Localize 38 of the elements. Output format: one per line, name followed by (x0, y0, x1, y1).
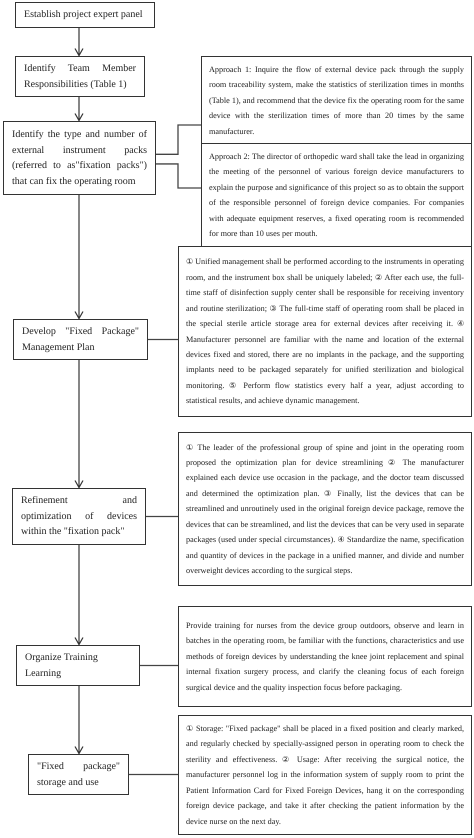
step-text: Identify the type and number of external instrument packs (referred to as"fixation packs") that can fix the operating room (12, 128, 147, 188)
connector-line (140, 664, 178, 666)
note-text: Approach 2: The director of orthopedic ward shall take the lead in organizing the meeting of the personnel of various foreign device manufacturers to explain the purpose and significance of this project so as to obtain the support of the responsible personnel of foreign device companies. For companies with adequate equipment reserves, a fixed operating room is recommended for more than 10 uses per mouth. (209, 151, 464, 240)
process-box (15, 56, 145, 97)
process-box (28, 754, 129, 795)
note-box (178, 432, 472, 586)
note-text: Provide training for nurses from the device group outdoors, observe and learn in batches in the operating room, be familiar with the functions, characteristics and use methods of foreign devices by understanding the knee joint replacement and spinal internal fixation surgery process, and clarify the cleaning focus of each foreign surgical device and the quality inspection focus before packaging. (186, 620, 464, 694)
arrow (74, 360, 84, 488)
step-text: Establish project expert panel (24, 8, 144, 22)
arrow (74, 97, 84, 122)
note-box (201, 143, 472, 248)
arrow (74, 545, 84, 646)
note-box (201, 56, 472, 146)
process-box (15, 2, 155, 28)
connector-line (156, 163, 201, 189)
note-box (178, 715, 472, 835)
note-box (178, 606, 472, 707)
note-text: Approach 1: Inquire the flow of external device pack through the supply room traceability system, make the statistics of sterilization times in months (Table 1), and recommend that the device fix the operating room for the same device with the sterilization times of more than 20 times by the same manufacturer. (209, 64, 464, 138)
step-text: Identify Team Member Responsibilities (Table 1) (24, 62, 136, 92)
arrow (74, 195, 84, 320)
process-box (3, 121, 156, 195)
note-text: ① Unified management shall be performed according to the instruments in operating room, and the instrument box shall be uniquely labeled; ② After each use, the full-time staff of disinfection supply center shall be responsible for receiving inventory and routine sterilization; ③ The full-time staff of operating room shall be placed in the special sterile article storage area for external devices after receiving it. ④ Manufacturer personnel are familiar with the name and location of the external devices fixed and stored, there are no implants in the package, and the supporting implants need to be packaged separately for unified sterilization and biological monitoring. ⑤ Perform flow statistics every half a year, adjust according to statistical results, and achieve dynamic management. (186, 256, 464, 408)
connector-line (148, 338, 178, 340)
step-text: Refinement and optimization of devices within the "fixation pack" (21, 494, 137, 539)
arrow (74, 28, 84, 56)
process-box (12, 488, 146, 544)
connector-line (156, 124, 201, 155)
arrow (74, 686, 84, 754)
note-text: ① Storage: "Fixed package" shall be placed in a fixed position and clearly marked, and regularly checked by specially-assigned person in operating room to check the sterility and effectiveness. ② Usage: After receiving the surgical notice, the manufacturer personnel log in the information system of supply room to print the Patient Information Card for Fixed Foreign Devices, hang it on the corresponding foreign device package, and take it after checking the patient information by the device nurse on the next day. (186, 723, 464, 828)
step-text: Organize Training Learning (25, 651, 99, 680)
connector-line (129, 774, 178, 776)
note-text: ① The leader of the professional group of spine and joint in the operating room proposed the optimization plan for device streamlining ② The manufacturer explained each device use occasion in the package, and the doctor team discussed and determined the optimization plan. ③ Finally, list the devices that can be streamlined and unroutinely used in the original foreign device package, remove the devices that can be streamlined, and list the devices that can be very used in separate packages (used under special circumstances). ④ Standardize the name, specification and quantity of devices in the package in a unified manner, and divide and number overweight devices according to the surgical steps. (186, 442, 464, 577)
process-box (16, 645, 140, 686)
step-text: "Fixed package" storage and use (37, 760, 120, 790)
note-box (178, 246, 472, 417)
connector-line (146, 516, 178, 518)
process-box (13, 319, 148, 360)
step-text: Develop "Fixed Package" Management Plan (22, 325, 139, 354)
